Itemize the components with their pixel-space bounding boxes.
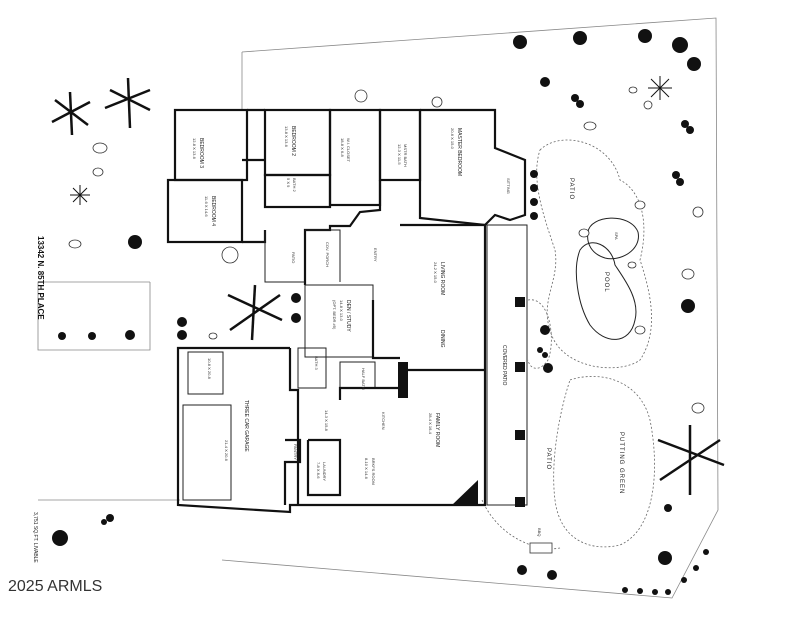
wi-closet-dim: 18-8 X 6-8 [340, 138, 345, 157]
room-labels: BEDROOM 3 12-8 X 13-6 BEDROOM 2 13-8 X 1… [32, 126, 624, 563]
livable-label: 3,751 SQ.FT. LIVABLE [32, 512, 38, 563]
patio-south-label: PATIO [545, 448, 551, 470]
family-label: FAMILY ROOM [434, 413, 440, 447]
putting-green-label: PUTTING GREEN [618, 432, 624, 494]
laundry-label: LAUNDRY [322, 462, 327, 481]
living-label: LIVING ROOM [439, 262, 445, 295]
pool-area [575, 217, 646, 340]
house-walls [166, 108, 528, 514]
breakfast-dim: 8-10 X 14-6 [364, 458, 369, 480]
den-label: DEN / STUDY [345, 300, 351, 332]
covered-patio-label: COVERED PATIO [501, 345, 507, 385]
living-dim: 24-2 X 15-0 [433, 262, 438, 284]
lot-boundary [37, 17, 719, 599]
bedroom2-dim: 13-8 X 13-6 [284, 126, 289, 148]
master-label: MASTER BEDROOM [456, 128, 462, 176]
bedroom3-dim: 12-8 X 13-6 [192, 138, 197, 160]
pool-label: POOL [603, 272, 609, 293]
bedroom4-label: BEDROOM 4 [210, 196, 216, 226]
bath3-label: BATH 3 [314, 356, 319, 370]
wi-closet-label: W.I. CLOSET [346, 138, 351, 163]
garage-dim2: 21-4 X 20-6 [224, 440, 229, 462]
breakfast-label: BRKFS ROOM [371, 458, 376, 485]
sitting-label: SITTING [506, 178, 511, 194]
kitchen-dim: 14-3 X 15-8 [324, 410, 329, 432]
master-dim: 20-6 X 15-0 [450, 128, 455, 150]
patio-west-label: PATIO [291, 252, 296, 263]
patio-north-label: PATIO [568, 178, 574, 200]
bedroom3-label: BEDROOM 3 [198, 138, 204, 168]
den-note: (OPT. BEDR #5) [332, 300, 337, 330]
garage-dim1: 10-8 X 20-8 [207, 358, 212, 380]
entry-label: ENTRY [373, 248, 378, 262]
garage-label: THREE CAR GARAGE [243, 400, 249, 452]
dining-label: DINING [439, 330, 445, 348]
pantry-label: PANTRY [293, 444, 298, 460]
den-dim: 14-8 X 13-0 [339, 300, 344, 322]
family-dim: 28-4 X 16-4 [428, 413, 433, 435]
mstr-bath-dim: 12-3 X 11-5 [397, 144, 402, 165]
address-label: 13342 N. 85TH PLACE [36, 236, 45, 320]
kitchen-label: KITCHEN [381, 412, 386, 430]
bedroom4-dim: 11-6 X 14-6 [204, 196, 209, 217]
landscape-plants [51, 29, 725, 595]
bath2-label: BATH 2 [292, 178, 297, 192]
bedroom2-label: BEDROOM 2 [290, 126, 296, 156]
spa-label: SPA [614, 232, 619, 240]
bbq-label: BBQ [537, 528, 542, 536]
bath2-dim: 5 X 9 [286, 178, 291, 188]
half-bath-label: HALF BATH [361, 368, 366, 390]
cov-porch-label: COV. PORCH [325, 242, 330, 267]
landscape-outlines [481, 139, 655, 550]
armls-watermark: 2025 ARMLS [8, 578, 103, 595]
mstr-bath-label: MSTR BATH [403, 144, 408, 167]
laundry-dim: 7-8 X 8-6 [316, 462, 321, 479]
